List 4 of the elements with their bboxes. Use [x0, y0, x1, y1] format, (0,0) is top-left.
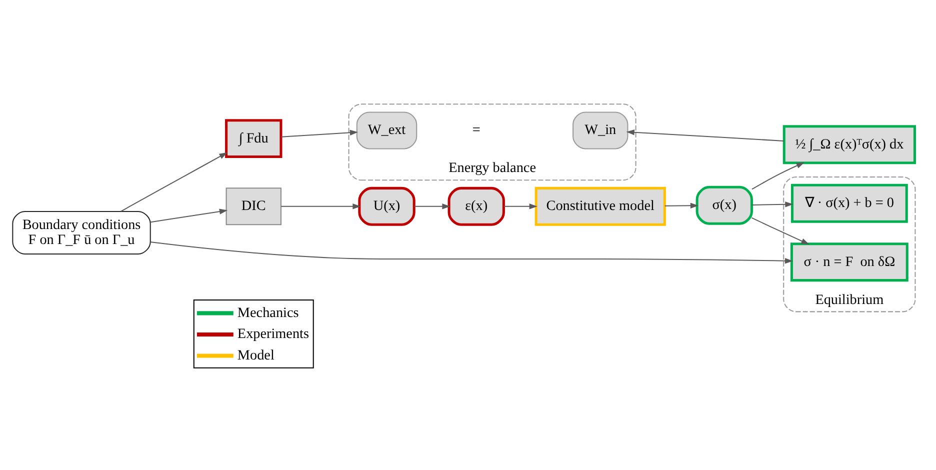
label: =	[472, 122, 480, 138]
legend-label: Mechanics	[237, 304, 299, 321]
legend-label: Experiments	[237, 326, 309, 342]
legend-label: Model	[237, 347, 274, 364]
